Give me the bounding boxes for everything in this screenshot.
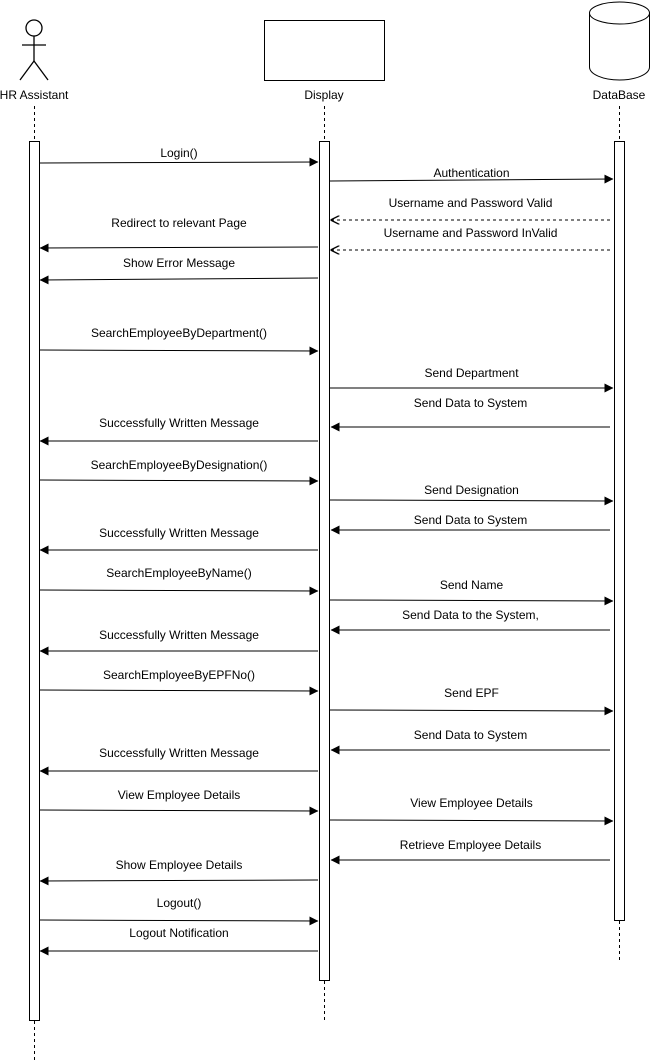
message-arrow xyxy=(329,706,614,716)
message-arrow xyxy=(39,586,319,596)
message-login: Login() xyxy=(39,146,319,167)
message-arrow xyxy=(39,476,319,486)
message-label: View Employee Details xyxy=(410,796,533,810)
message-label: Send Name xyxy=(440,578,504,592)
message-label: Send Designation xyxy=(424,483,519,497)
message-authentication: Authentication xyxy=(329,166,614,184)
message-label: Successfully Written Message xyxy=(99,416,259,430)
message-retrieve-details: Retrieve Employee Details xyxy=(330,838,610,865)
message-send-name: Send Name xyxy=(329,578,614,606)
message-data-name: Send Data to the System, xyxy=(330,608,610,635)
message-label: SearchEmployeeByDesignation() xyxy=(91,458,268,472)
message-view-details-1: View Employee Details xyxy=(39,788,319,816)
message-label: Authentication xyxy=(433,166,509,180)
message-label: Logout() xyxy=(157,896,202,910)
message-valid: Username and Password Valid xyxy=(331,196,610,220)
message-logout-notify: Logout Notification xyxy=(39,926,318,956)
message-label: Show Error Message xyxy=(123,256,235,270)
message-label: Retrieve Employee Details xyxy=(400,838,541,852)
message-arrow xyxy=(329,596,614,606)
display-box xyxy=(264,20,385,81)
message-label: Send Data to System xyxy=(414,728,527,742)
message-label: SearchEmployeeByDepartment() xyxy=(91,326,267,340)
message-arrow xyxy=(39,157,319,167)
message-success-dept: Successfully Written Message xyxy=(39,416,318,446)
message-label: Redirect to relevant Page xyxy=(111,216,247,230)
message-label: Successfully Written Message xyxy=(99,628,259,642)
message-label: Send Data to System xyxy=(414,396,527,410)
message-data-epf: Send Data to System xyxy=(330,728,610,755)
message-success-name: Successfully Written Message xyxy=(39,628,318,656)
message-send-desig: Send Designation xyxy=(329,483,614,506)
message-arrow xyxy=(329,496,614,506)
message-search-name: SearchEmployeeByName() xyxy=(39,566,319,596)
database-activation-bar xyxy=(614,141,625,921)
message-search-epf: SearchEmployeeByEPFNo() xyxy=(39,668,319,696)
message-label: Username and Password InValid xyxy=(384,226,558,240)
database-label: DataBase xyxy=(593,88,646,102)
message-invalid: Username and Password InValid xyxy=(331,226,610,250)
actor-activation-bar xyxy=(29,141,40,1021)
message-arrow xyxy=(39,876,319,886)
lifelines xyxy=(34,106,620,1062)
message-error: Show Error Message xyxy=(39,256,319,285)
message-label: Logout Notification xyxy=(129,926,228,940)
display-activation-bar xyxy=(319,141,330,981)
message-data-desig: Send Data to System xyxy=(330,513,610,535)
database-participant: DataBase xyxy=(589,1,650,102)
message-send-dept: Send Department xyxy=(330,366,614,393)
actor-participant: HR Assistant xyxy=(0,19,69,102)
display-label: Display xyxy=(304,88,343,102)
message-arrow xyxy=(39,346,319,356)
message-arrow xyxy=(329,816,614,826)
message-label: Send Department xyxy=(424,366,519,380)
message-data-dept: Send Data to System xyxy=(330,396,610,432)
message-view-details-2: View Employee Details xyxy=(329,796,614,826)
message-arrow xyxy=(39,243,319,253)
message-label: Username and Password Valid xyxy=(389,196,553,210)
database-cylinder-icon xyxy=(589,1,650,81)
message-label: SearchEmployeeByName() xyxy=(106,566,251,580)
message-success-epf: Successfully Written Message xyxy=(39,746,318,776)
message-arrow xyxy=(39,916,319,926)
message-logout: Logout() xyxy=(39,896,319,926)
message-arrow xyxy=(329,174,614,184)
message-arrow xyxy=(39,806,319,816)
message-search-desig: SearchEmployeeByDesignation() xyxy=(39,458,319,486)
message-label: Login() xyxy=(160,146,197,160)
message-label: SearchEmployeeByEPFNo() xyxy=(103,668,255,682)
message-label: Show Employee Details xyxy=(116,858,243,872)
message-label: Send EPF xyxy=(444,686,499,700)
message-search-dept: SearchEmployeeByDepartment() xyxy=(39,326,319,356)
message-arrow xyxy=(39,275,319,285)
message-redirect: Redirect to relevant Page xyxy=(39,216,319,253)
message-send-epf: Send EPF xyxy=(329,686,614,716)
message-arrow xyxy=(39,686,319,696)
message-label: Successfully Written Message xyxy=(99,526,259,540)
message-success-desig: Successfully Written Message xyxy=(39,526,318,555)
display-participant: Display xyxy=(264,20,385,102)
message-label: Send Data to the System, xyxy=(402,608,539,622)
message-show-details: Show Employee Details xyxy=(39,858,319,886)
stick-figure-actor-icon xyxy=(19,19,49,81)
message-label: Successfully Written Message xyxy=(99,746,259,760)
message-label: Send Data to System xyxy=(414,513,527,527)
message-label: View Employee Details xyxy=(118,788,241,802)
actor-label: HR Assistant xyxy=(0,88,69,102)
activation-bars xyxy=(29,141,625,1021)
